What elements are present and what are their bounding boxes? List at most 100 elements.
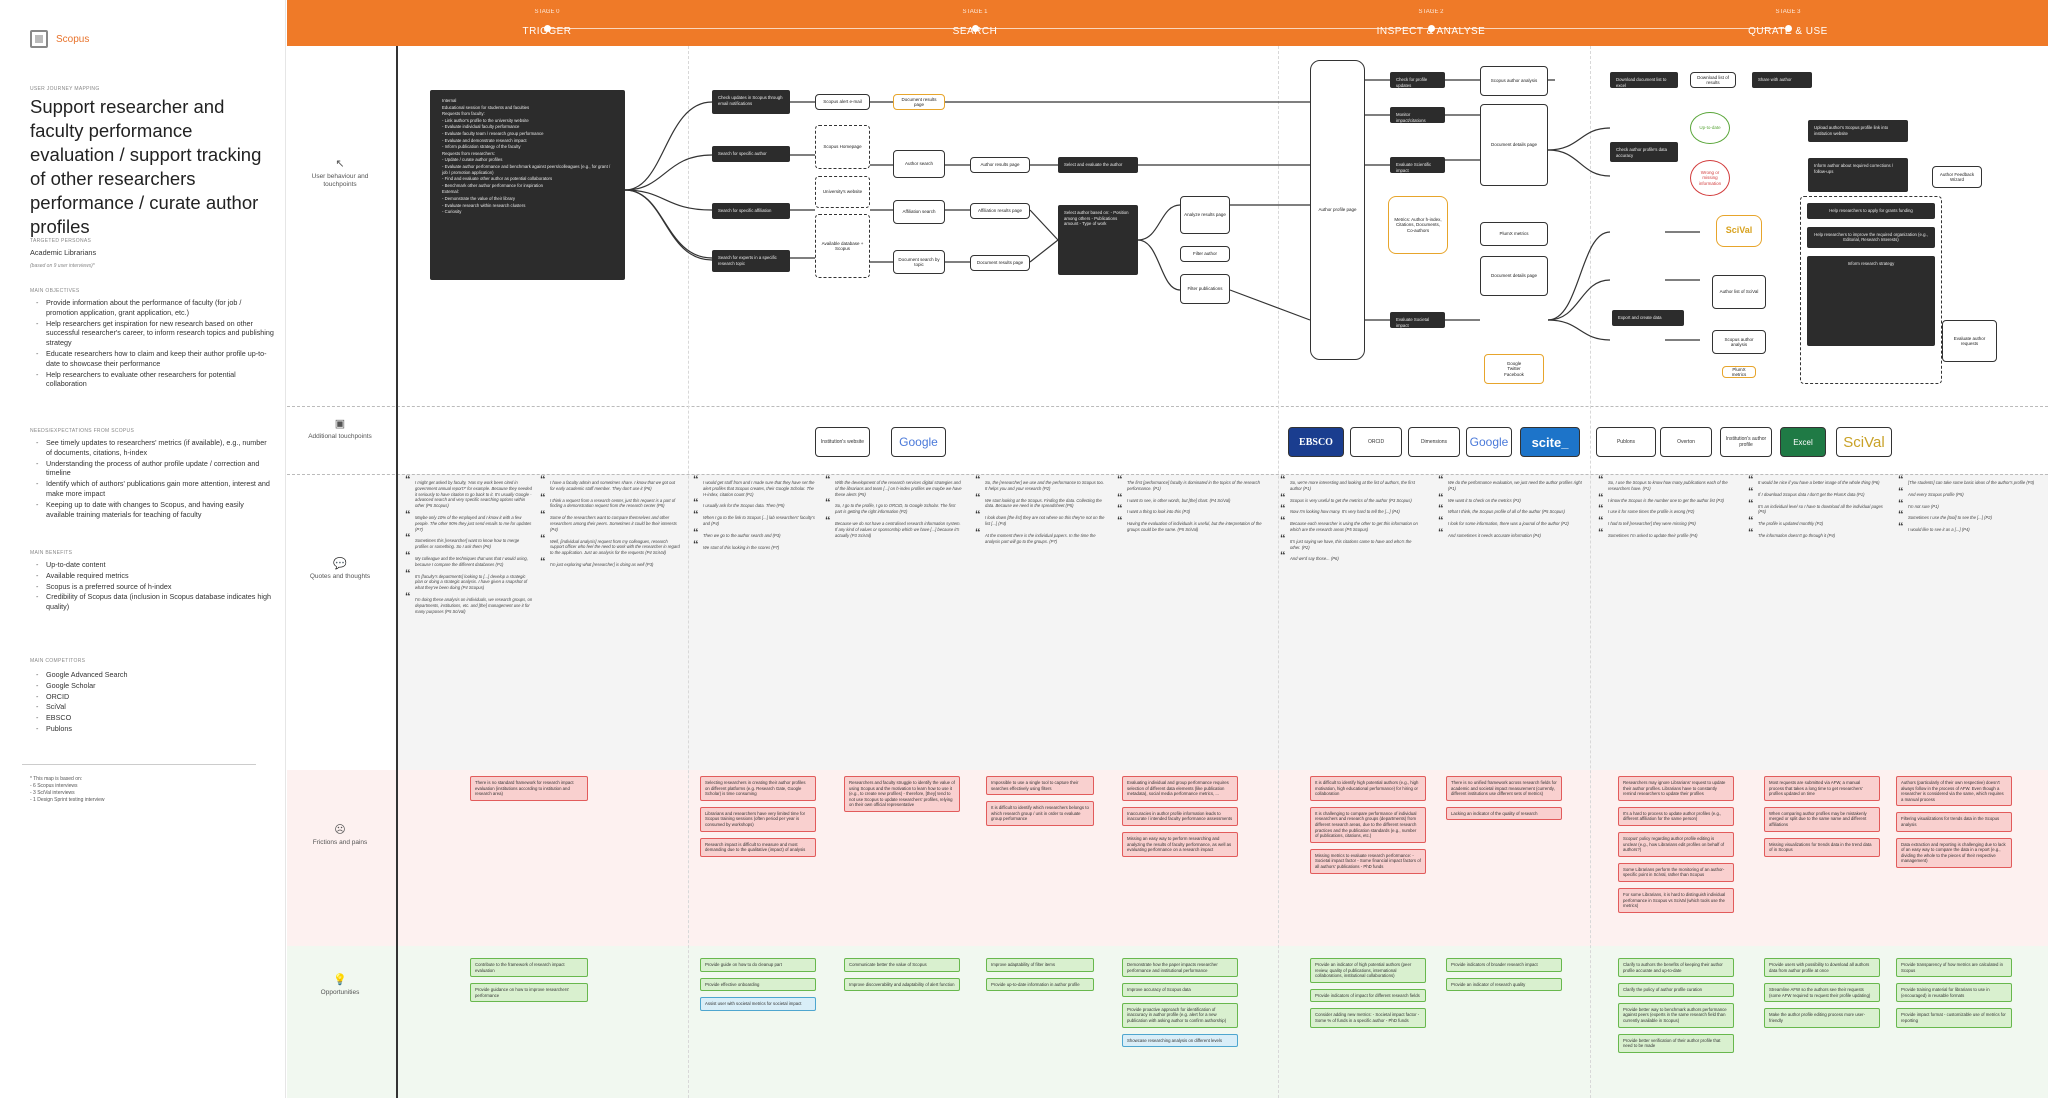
friction-card: Librarians and researchers have very lim… [700,806,816,832]
friction-card: Missing metrics to evaluate research per… [1310,848,1426,874]
touchpoint-orcid[interactable]: ORCID [1350,427,1402,457]
user-quote: The information doesn't go through it (P… [1748,531,1888,539]
select-evaluate-author-step[interactable]: Select and evaluate the author [1058,157,1138,173]
evaluate-scientific-impact-step[interactable]: Evaluate Scientific impact [1390,157,1445,173]
author-list-scival-node[interactable]: Author list of SciVal [1712,275,1766,309]
friction-card: Missing visualizations for trends data i… [1764,837,1880,857]
document-details-node-2[interactable]: Document details page [1480,256,1548,296]
touchpoint-scite[interactable]: scite_ [1520,427,1580,457]
share-with-author-step[interactable]: Share with author [1752,72,1812,88]
friction-column: There is no standard framework for resea… [470,776,588,807]
touchpoint-publons[interactable]: Publons [1596,427,1656,457]
search-author-step[interactable]: Search for specific author [712,146,790,162]
brand-name: Scopus [56,33,90,45]
opportunity-card: Contribute to the framework of research … [470,958,588,978]
lane-axis [396,46,398,1098]
monitor-impact-step[interactable]: Monitor impact/citations [1390,107,1445,123]
download-results-node[interactable]: Download list of results [1690,72,1736,88]
affiliation-search-node[interactable]: Affiliation search [893,200,945,224]
user-quote: Sometimes I use the [tool] to see the [.… [1898,513,2038,521]
friction-card: When comparing author profiles may be mi… [1764,806,1880,832]
touchpoint-excel[interactable]: Excel [1780,427,1826,457]
inform-author-step[interactable]: Inform author about required corrections… [1808,158,1908,192]
brand-logo[interactable]: Scopus [30,30,89,48]
opportunity-column: Provide indicators of broader research i… [1446,958,1562,997]
author-profile-page-node[interactable]: Author profile page [1310,60,1365,360]
quote-column: [The students] can take some basic ideas… [1898,478,2038,539]
touchpoint-ebsco[interactable]: EBSCO [1288,427,1344,457]
grant-funding-step[interactable]: Help researchers to apply for grants fun… [1807,203,1935,219]
friction-card: Authors (particularly of their own respe… [1896,776,2012,807]
trigger-line: - Evaluate research within research clus… [442,202,526,208]
friction-card: Inaccuracies in author profile informati… [1122,806,1238,826]
evaluate-societal-impact-step[interactable]: Evaluate Societal impact [1390,312,1445,328]
search-affiliation-step[interactable]: Search for specific affiliation [712,203,790,219]
database-node[interactable]: Available database + Scopus [815,214,870,278]
research-strategy-step[interactable]: Inform research strategy [1807,255,1935,346]
improve-organization-step[interactable]: Help researchers to improve the required… [1807,226,1935,248]
friction-column: Impossible to use a single tool to captu… [986,776,1094,832]
scopus-homepage-node[interactable]: Scopus Homepage [815,125,870,169]
objectives-list: Provide information about the performanc… [36,298,274,390]
opportunity-card: Provide proactive approach for identific… [1122,1002,1238,1028]
author-search-node[interactable]: Author search [893,150,945,178]
evaluate-requests-node[interactable]: Evaluate author requests [1942,320,1997,362]
researcher-support-group: Help researchers to apply for grants fun… [1800,196,1942,384]
scival-node[interactable]: SciVal [1716,215,1762,247]
check-profile-accuracy-step[interactable]: Check author profile's data accuracy [1610,142,1678,162]
user-quote: So, I use the Scopus to know how many pu… [1598,478,1738,492]
user-quote: I think a request from a research center… [540,496,680,510]
alert-email-node[interactable]: Scopus alert e-mail [815,94,870,110]
filter-publications-node[interactable]: Filter publications [1180,274,1230,304]
need-item: See timely updates to researchers' metri… [36,438,274,458]
opportunity-card: Streamline AFW so the authors see their … [1764,983,1880,1003]
document-details-node[interactable]: Document details page [1480,104,1548,186]
user-quote: It's just saying we have, this citations… [1280,537,1418,551]
friction-card: It is difficult to identify which resear… [986,801,1094,826]
stage-banner: STAGE 0TRIGGER STAGE 1SEARCH STAGE 2INSP… [287,0,2048,46]
touchpoint-google[interactable]: Google [1466,427,1512,457]
filter-author-node[interactable]: Filter author [1180,246,1230,262]
author-results-node[interactable]: Author results page [970,157,1030,173]
user-quote: We want it to check on the metrics (P3) [1438,496,1586,504]
check-profile-updates-step[interactable]: Check for profile updates [1390,72,1445,88]
plumx-node[interactable]: PlumX metrics [1722,366,1756,378]
touchpoint-google[interactable]: Google [891,427,946,457]
user-quote: When I go to the link to Scopus [...] la… [693,513,818,527]
stage-dot [1428,25,1435,32]
stage-column-divider [688,46,689,1098]
document-search-node[interactable]: Document search by topic [893,250,945,274]
upload-profile-step[interactable]: Upload author's Scopus profile link into… [1808,120,1908,142]
download-to-excel-step[interactable]: Download document list to excel [1610,72,1678,88]
author-feedback-wizard-node[interactable]: Author Feedback Wizard [1932,166,1982,188]
export-create-data-step[interactable]: Export and create data [1612,310,1684,326]
get-updates-step[interactable]: Check updates in Scopus through email no… [712,90,790,114]
document-results-node-2[interactable]: Document results page [970,255,1030,271]
stage-column-divider [1278,46,1279,1098]
analyze-author-node[interactable]: Scopus author analysis [1712,330,1766,354]
opportunity-column: Provide transparency of how metrics are … [1896,958,2012,1034]
user-quote: We start of this looking in the scores (… [693,543,818,551]
touchpoint-dimensions[interactable]: Dimensions [1408,427,1460,457]
opportunity-card: Provide better way to benchmark authors … [1618,1002,1734,1028]
plumx-metrics-node[interactable]: PlumX metrics [1480,222,1548,246]
touchpoint-overton[interactable]: Overton [1660,427,1712,457]
analyze-results-node[interactable]: Analyze results page [1180,196,1230,234]
lane-opportunities: 💡 Opportunities [300,975,380,997]
need-item: Understanding the process of author prof… [36,459,274,479]
touchpoint-institution-s-author-profile[interactable]: Institution's author profile [1720,427,1772,457]
document-results-node[interactable]: Document results page [893,94,945,110]
touchpoint-scival[interactable]: SciVal [1836,427,1892,457]
search-experts-step[interactable]: Search for experts in a specific researc… [712,250,790,272]
touchpoint-institution-s-website[interactable]: Institution's website [815,427,870,457]
needs-list: See timely updates to researchers' metri… [36,438,274,520]
author-analysis-node[interactable]: Scopus author analysis [1480,66,1548,96]
user-quote: And we'd say those... (P6) [1280,554,1418,562]
affiliation-results-node[interactable]: Affiliation results page [970,203,1030,219]
university-website-node[interactable]: University's website [815,176,870,208]
opportunity-card: Communicate better the value of Scopus [844,958,960,972]
objective-item: Help researchers get inspiration for new… [36,319,274,348]
select-author-criteria-step[interactable]: Select author based on: - Position among… [1058,205,1138,275]
